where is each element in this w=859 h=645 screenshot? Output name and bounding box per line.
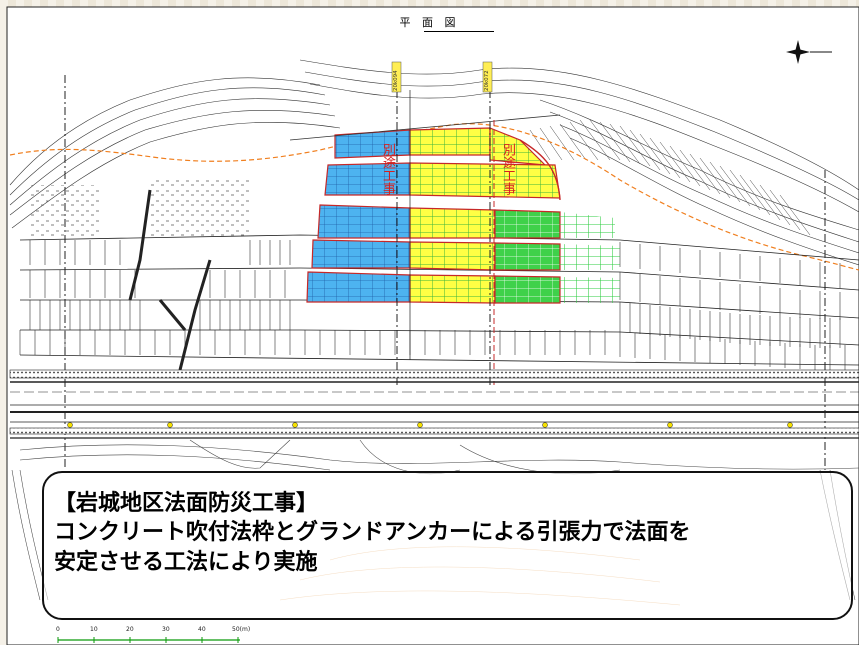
scale-bar [57,637,240,643]
separate-work-label-1: 別途工事 [380,143,395,195]
description-callout: 【岩城地区法面防災工事】 コンクリート吹付法枠とグランドアンカーによる引張力で法… [42,471,853,620]
hillside-hatching [529,119,811,236]
scale-tick-20: 20 [126,626,134,633]
callout-line-2: 安定させる工法により実施 [54,549,318,575]
scale-tick-50: 50(m) [232,626,251,633]
scale-tick-10: 10 [90,626,98,633]
drawing-title: 平 面 図 [399,16,460,29]
scale-tick-30: 30 [162,626,170,633]
slope-frame-works [306,127,620,304]
callout-line-1: コンクリート吹付法枠とグランドアンカーによる引張力で法面を [54,520,691,546]
title-underline [424,31,494,32]
station-label-2: 20k072 [484,70,490,91]
station-label-1: 20k094 [393,70,399,91]
scale-tick-0: 0 [56,626,60,633]
north-arrow-icon [786,40,832,64]
scale-tick-40: 40 [198,626,206,633]
road-section [9,369,859,439]
callout-heading: 【岩城地区法面防災工事】 [54,491,319,516]
scale-bar-ticks: 0 10 20 30 40 50(m) [54,626,264,636]
separate-work-label-2: 別途工事 [500,143,515,195]
